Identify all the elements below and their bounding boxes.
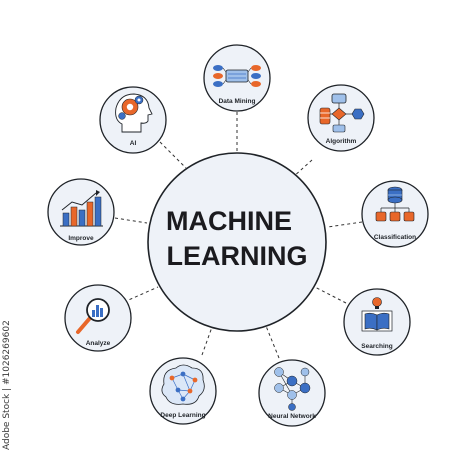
node-label: Analyze bbox=[86, 340, 111, 347]
node-analyze: Analyze bbox=[64, 284, 132, 352]
head-gear-icon bbox=[115, 93, 153, 133]
node-label: Deep Learning bbox=[160, 412, 205, 419]
node-neural-network: Neural Network bbox=[258, 359, 326, 427]
brain-network-icon bbox=[161, 364, 205, 405]
node-improve: Improve bbox=[47, 178, 115, 246]
bar-chart-growth-icon bbox=[60, 190, 103, 227]
neural-network-icon bbox=[274, 367, 311, 411]
center-circle bbox=[147, 152, 327, 332]
center-hub: MACHINE LEARNING bbox=[147, 152, 327, 332]
connector-deep-learning bbox=[201, 326, 213, 356]
connector-algorithm bbox=[291, 159, 313, 179]
magnifier-chart-icon bbox=[76, 298, 110, 334]
node-label: Classification bbox=[374, 234, 416, 241]
connector-neural-network bbox=[265, 325, 280, 359]
center-title-line2: LEARNING bbox=[167, 241, 308, 271]
center-title-line1: MACHINE bbox=[166, 206, 292, 236]
database-tree-icon bbox=[375, 186, 415, 222]
connector-classification bbox=[327, 221, 363, 228]
node-classification: Classification bbox=[361, 180, 429, 248]
node-deep-learning: Deep Learning bbox=[149, 357, 217, 425]
node-label: Algorithm bbox=[326, 138, 357, 145]
stock-id-text: Adobe Stock | #1026269602 bbox=[2, 320, 12, 450]
node-ai: AI bbox=[99, 86, 167, 154]
connectors bbox=[114, 112, 363, 359]
connector-ai bbox=[159, 141, 187, 169]
node-label: Neural Network bbox=[268, 413, 316, 420]
connector-improve bbox=[114, 217, 148, 224]
node-data-mining: Data Mining bbox=[203, 44, 271, 112]
database-network-icon bbox=[213, 65, 261, 87]
node-label: Improve bbox=[68, 235, 94, 242]
node-algorithm: Algorithm bbox=[307, 84, 375, 152]
node-label: Searching bbox=[361, 343, 392, 350]
flowchart-icon bbox=[319, 93, 365, 133]
node-label: AI bbox=[130, 140, 137, 147]
node-searching: Searching bbox=[343, 288, 411, 356]
connector-searching bbox=[312, 285, 347, 304]
node-label: Data Mining bbox=[219, 98, 256, 105]
book-lightbulb-icon bbox=[361, 297, 393, 332]
connector-analyze bbox=[123, 286, 159, 303]
